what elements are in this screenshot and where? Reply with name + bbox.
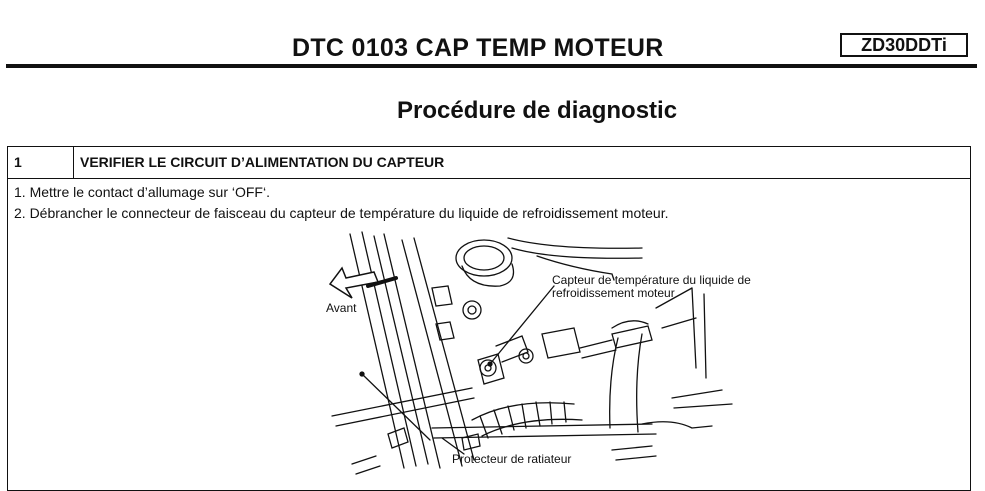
callout-sensor-line2: refroidissement moteur <box>552 286 675 300</box>
instruction-1: 1. Mettre le contact d’allumage sur ‘OFF… <box>14 184 270 200</box>
section-title: Procédure de diagnostic <box>397 97 678 124</box>
step-header-row: 1 VERIFIER LE CIRCUIT D’ALIMENTATION DU … <box>8 147 970 179</box>
page-header-title: DTC 0103 CAP TEMP MOTEUR <box>292 34 664 62</box>
engine-bay-figure <box>328 231 733 475</box>
callout-radiator-protector: Protecteur de ratiateur <box>452 452 572 466</box>
step-heading: VERIFIER LE CIRCUIT D’ALIMENTATION DU CA… <box>80 154 445 170</box>
step-header-divider <box>73 147 74 178</box>
callout-front: Avant <box>326 301 357 315</box>
callout-sensor-line1: Capteur de température du liquide de <box>552 273 751 287</box>
model-badge: ZD30DDTi <box>840 33 968 57</box>
diagnostic-step-table: 1 VERIFIER LE CIRCUIT D’ALIMENTATION DU … <box>7 146 971 491</box>
header-rule <box>6 64 977 68</box>
instruction-2: 2. Débrancher le connecteur de faisceau … <box>14 205 669 221</box>
step-number: 1 <box>14 154 22 170</box>
callout-sensor: Capteur de température du liquide de ref… <box>552 274 751 300</box>
